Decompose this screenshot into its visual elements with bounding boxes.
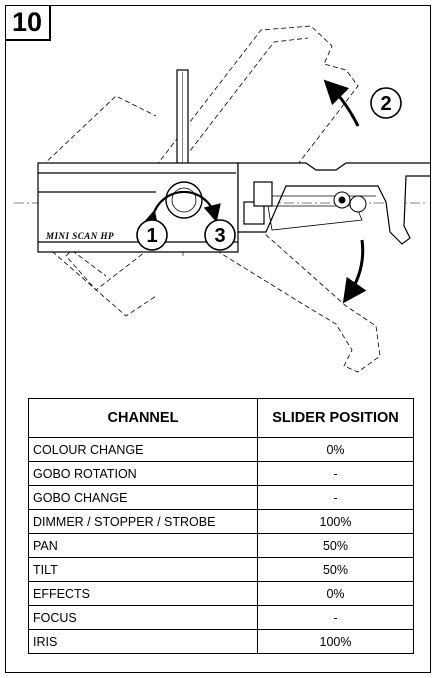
channel-cell: DIMMER / STOPPER / STROBE: [28, 509, 258, 534]
channel-cell: FOCUS: [28, 605, 258, 630]
position-cell: -: [257, 461, 414, 486]
table-header-row: CHANNEL SLIDER POSITION: [28, 398, 414, 438]
channel-cell: COLOUR CHANGE: [28, 437, 258, 462]
unit-label: MINI SCAN HP: [45, 231, 114, 241]
figure-number: 10: [5, 5, 51, 41]
position-cell: -: [257, 605, 414, 630]
table-row: COLOUR CHANGE 0%: [28, 437, 414, 462]
rotation-arrow: [141, 190, 221, 229]
table-row: PAN 50%: [28, 533, 414, 558]
figure-frame: [5, 5, 431, 673]
channel-cell: IRIS: [28, 629, 258, 654]
rotation-ring: [165, 181, 203, 219]
table-row: IRIS 100%: [28, 629, 414, 654]
header-slider-position: SLIDER POSITION: [257, 398, 414, 438]
position-cell: 0%: [257, 581, 414, 606]
table-row: GOBO CHANGE -: [28, 485, 414, 510]
callout-3: 3: [204, 219, 236, 251]
position-cell: 0%: [257, 437, 414, 462]
channel-cell: PAN: [28, 533, 258, 558]
svg-text:2: 2: [380, 93, 391, 115]
channel-cell: GOBO CHANGE: [28, 485, 258, 510]
table-row: EFFECTS 0%: [28, 581, 414, 606]
header-channel: CHANNEL: [28, 398, 258, 438]
channel-cell: EFFECTS: [28, 581, 258, 606]
callout-1: 1: [136, 219, 168, 251]
position-cell: 50%: [257, 557, 414, 582]
channel-settings-table: CHANNEL SLIDER POSITION COLOUR CHANGE 0%…: [28, 398, 414, 654]
position-cell: 50%: [257, 533, 414, 558]
position-cell: 100%: [257, 629, 414, 654]
svg-text:1: 1: [146, 225, 157, 247]
position-cell: 100%: [257, 509, 414, 534]
yoke: [176, 69, 189, 169]
channel-cell: GOBO ROTATION: [28, 461, 258, 486]
table-row: DIMMER / STOPPER / STROBE 100%: [28, 509, 414, 534]
table-row: GOBO ROTATION -: [28, 461, 414, 486]
callout-2: 2: [370, 87, 402, 119]
table-row: TILT 50%: [28, 557, 414, 582]
table-row: FOCUS -: [28, 605, 414, 630]
projector-drawing: MINI SCAN HP 1 2 3: [14, 25, 430, 373]
lens-detail: [333, 191, 367, 213]
tilt-arrows: [323, 79, 367, 304]
position-cell: -: [257, 485, 414, 510]
svg-text:3: 3: [214, 225, 225, 247]
channel-cell: TILT: [28, 557, 258, 582]
